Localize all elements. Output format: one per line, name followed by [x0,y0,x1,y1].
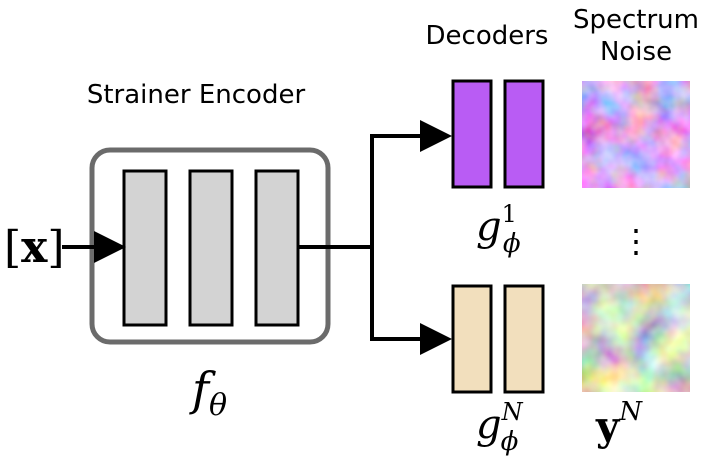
noise-title-line1: Spectrum [573,5,699,35]
input-label: [x] [4,222,65,273]
encoder-layer-3 [254,169,300,327]
output-symbol: yN [595,397,643,450]
noise-ellipsis: ⋮ [620,222,652,260]
noise-image-top [582,81,690,188]
decoder-top-layer-2 [503,79,545,189]
encoder-layer-1 [122,169,168,327]
encoder-symbol: fθ [189,362,227,423]
decoder-bottom-layer-1 [451,284,493,394]
decoder-top-layer-1 [451,79,493,189]
encoder-layer-2 [188,169,234,327]
noise-title-line2: Noise [600,37,672,67]
decoders-title: Decoders [426,21,549,51]
noise-image-bottom [582,284,690,392]
decoder-bottom-layer-2 [503,284,545,394]
branch-top-arrow [370,120,452,247]
encoder-title: Strainer Encoder [87,80,306,110]
branch-bottom-arrow [370,247,452,355]
